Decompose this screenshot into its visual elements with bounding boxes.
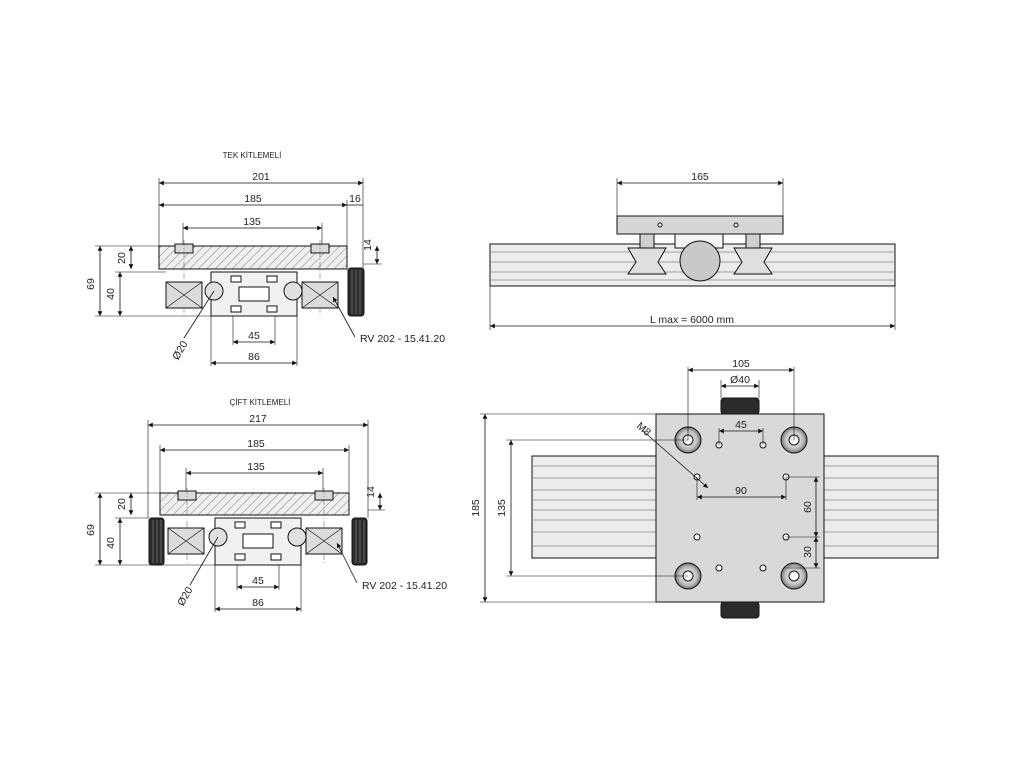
dim-m8: M8 (634, 420, 653, 439)
dim-185-top: 185 (470, 499, 482, 517)
dim-185b: 185 (247, 438, 265, 450)
dim-20: 20 (116, 252, 128, 264)
double-lock-section: ÇİFT KİTLEMELİ 217 185 135 (85, 398, 447, 612)
dim-30: 30 (802, 546, 814, 558)
wheel-side-right (733, 247, 773, 275)
dim-135b: 135 (247, 461, 265, 473)
dim-60: 60 (802, 501, 814, 513)
double-lock-title: ÇİFT KİTLEMELİ (230, 398, 291, 407)
dim-165: 165 (691, 171, 709, 183)
dim-d40: Ø40 (730, 374, 750, 386)
dim-45b: 45 (252, 575, 264, 587)
dim-69b: 69 (85, 524, 97, 536)
dim-105: 105 (732, 358, 750, 370)
lock-knob-bottom (720, 601, 760, 619)
dim-217: 217 (249, 413, 267, 425)
carriage-plate (158, 245, 348, 270)
side-view: 165 L max = 6000 mm (489, 171, 896, 330)
lock-knob-top (720, 397, 760, 415)
dim-45-top: 45 (735, 419, 747, 431)
carriage-plate-side (616, 215, 784, 235)
lock-knob-side (679, 240, 721, 282)
dim-d20: Ø20 (170, 339, 190, 362)
dim-lmax: L max = 6000 mm (650, 314, 734, 326)
dim-86b: 86 (252, 597, 264, 609)
dim-86: 86 (248, 351, 260, 363)
dim-185: 185 (244, 193, 262, 205)
top-view: 105 Ø40 45 M8 90 60 30 185 135 (470, 358, 939, 619)
dim-201: 201 (252, 171, 270, 183)
dim-45: 45 (248, 330, 260, 342)
dim-14: 14 (362, 239, 374, 251)
dim-20b: 20 (116, 498, 128, 510)
single-lock-section: TEK KİTLEMELİ 201 185 16 135 (85, 151, 445, 366)
dim-14b: 14 (365, 486, 377, 498)
lock-knob-right (351, 517, 368, 566)
dim-d20b: Ø20 (175, 585, 195, 608)
dim-40b: 40 (105, 537, 117, 549)
lock-pin (287, 527, 307, 547)
lock-pin (283, 281, 303, 301)
dim-135-top: 135 (496, 499, 508, 517)
dim-69: 69 (85, 278, 97, 290)
lock-knob-left (148, 517, 165, 566)
carriage-plate (159, 492, 350, 516)
single-lock-title: TEK KİTLEMELİ (223, 151, 282, 160)
dim-90: 90 (735, 485, 747, 497)
wheel-side-left (627, 247, 667, 275)
callout-rv202b: RV 202 - 15.41.20 (362, 580, 447, 592)
dim-16: 16 (349, 193, 361, 205)
dim-40: 40 (105, 288, 117, 300)
callout-rv202: RV 202 - 15.41.20 (360, 333, 445, 345)
dim-135: 135 (243, 216, 261, 228)
